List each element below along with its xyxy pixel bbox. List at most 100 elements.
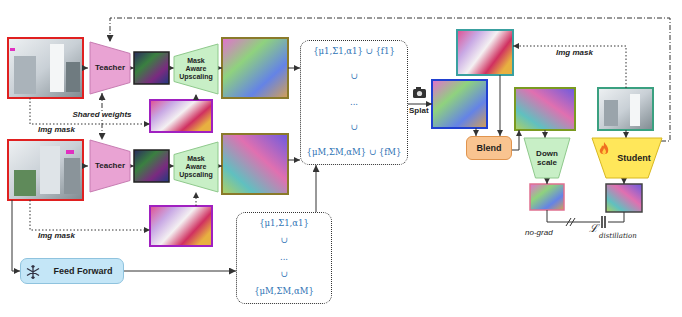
input-image [14,56,36,94]
flow-arrow [476,128,477,136]
set-text: ∪ [350,72,357,82]
flow-arrow [545,130,546,138]
mask-arrow [513,46,626,88]
set-text: ... [350,98,358,108]
loss-subscript: distillation [599,233,637,241]
input-image [10,48,15,51]
upscaling-decoder-outline [174,44,218,94]
feature-map [222,38,288,98]
upscaling-decoder: Mask Aware Upscaling [174,44,218,94]
teacher-encoder-outline [90,140,130,192]
feature-map [515,88,575,130]
flow-arrow [566,218,575,226]
node-label: Mask Aware Upscaling [177,155,215,179]
node-label: Mask Aware Upscaling [177,57,215,81]
flow-arrow [130,68,134,69]
snowflake-icon [25,264,41,280]
node-label: Teacher [95,63,125,72]
target-image [630,94,640,126]
feature-map [432,80,487,128]
camera-icon [413,87,426,98]
set-text: ∪ [280,236,287,246]
flow-arrow [288,68,300,69]
mask-image [150,30,513,246]
flow-arrow [512,130,519,150]
mask-label: Img mask [38,232,75,241]
flow-arrow [626,130,627,138]
flow-arrow [608,212,624,222]
loss-symbol: ℒ [589,223,598,235]
feature-map [222,134,288,194]
mask-arrow [30,98,150,124]
input-image [64,158,80,194]
flow-arrow [602,216,605,228]
node-label: Feed Forward [53,266,112,276]
camera-icon [416,87,421,90]
input-image [8,140,83,200]
node-label: Blend [476,143,501,153]
node-label: Down scale [532,149,562,167]
mask-image [150,206,212,246]
arrow-connector [124,271,236,272]
teacher-encoder: Teacher [90,140,130,192]
target-image [598,88,653,130]
gaussian-set: {μ1,Σ1,α1} ∪... ∪ {μM,ΣM,αM} [236,212,332,304]
flame-icon [596,141,612,157]
set-text: ∪ [280,270,287,280]
set-text: {μM,ΣM,αM} ∪ {fM} [307,148,402,158]
input-image [50,44,64,92]
flow-arrow [169,166,174,167]
edge-label: Shared weights [71,111,132,120]
downscale-block-outline [524,138,570,178]
set-text: {μ1,Σ1,α1} ∪ {f1} [313,47,395,57]
input-image [40,146,60,194]
student-network-outline [592,138,662,178]
input-image [8,38,83,98]
downscale-block: Down scale [524,138,570,178]
teacher-encoder: Teacher [90,42,130,94]
camera-icon [417,91,422,96]
set-text: {μM,ΣM,αM} [254,287,314,297]
flow-arrow [130,166,134,167]
set-text: {μ1,Σ1,α1} [259,219,309,229]
flow-arrow [500,75,501,136]
mask-label: Img mask [556,49,593,58]
blend-box: Blend [466,136,512,160]
feature-map [530,184,564,210]
input-image [66,62,80,92]
arrow-connector [316,165,317,212]
flow-arrow [83,166,88,167]
flow-arrow [169,68,174,69]
mask-arrow [196,94,197,100]
target-image [598,88,653,130]
feature-map [134,38,642,212]
snowflake-icon [27,265,39,279]
feature-map [134,52,169,84]
input-image [66,150,74,154]
feed-forward-box: Feed Forward [20,258,124,284]
feature-map [134,150,169,182]
camera-icon [413,89,426,98]
flow-arrow [12,200,20,271]
mask-label: Img mask [38,126,75,135]
input-image [14,170,36,196]
upscaling-decoder-outline [174,142,218,192]
set-text: ... [280,253,288,263]
flow-arrow [408,104,432,105]
gaussian-feature-set: {μ1,Σ1,α1} ∪ {f1} ∪... ∪ {μM,ΣM,αM} ∪ {fM} [300,40,408,165]
mask-arrow [30,200,150,230]
node-label: Teacher [95,161,125,170]
node-label: Student [617,153,651,163]
splat-label: Splat [409,107,429,116]
flow-arrow [83,68,88,69]
feature-map [606,184,642,212]
set-text: ∪ [350,123,357,133]
mask-image [150,100,212,132]
flame-icon [600,142,608,154]
mask-arrow [196,192,197,206]
mask-image [457,30,513,75]
teacher-encoder-outline [90,42,130,94]
flow-arrow [288,160,300,161]
no-grad-label: no-grad [525,229,553,238]
target-image [604,100,618,126]
